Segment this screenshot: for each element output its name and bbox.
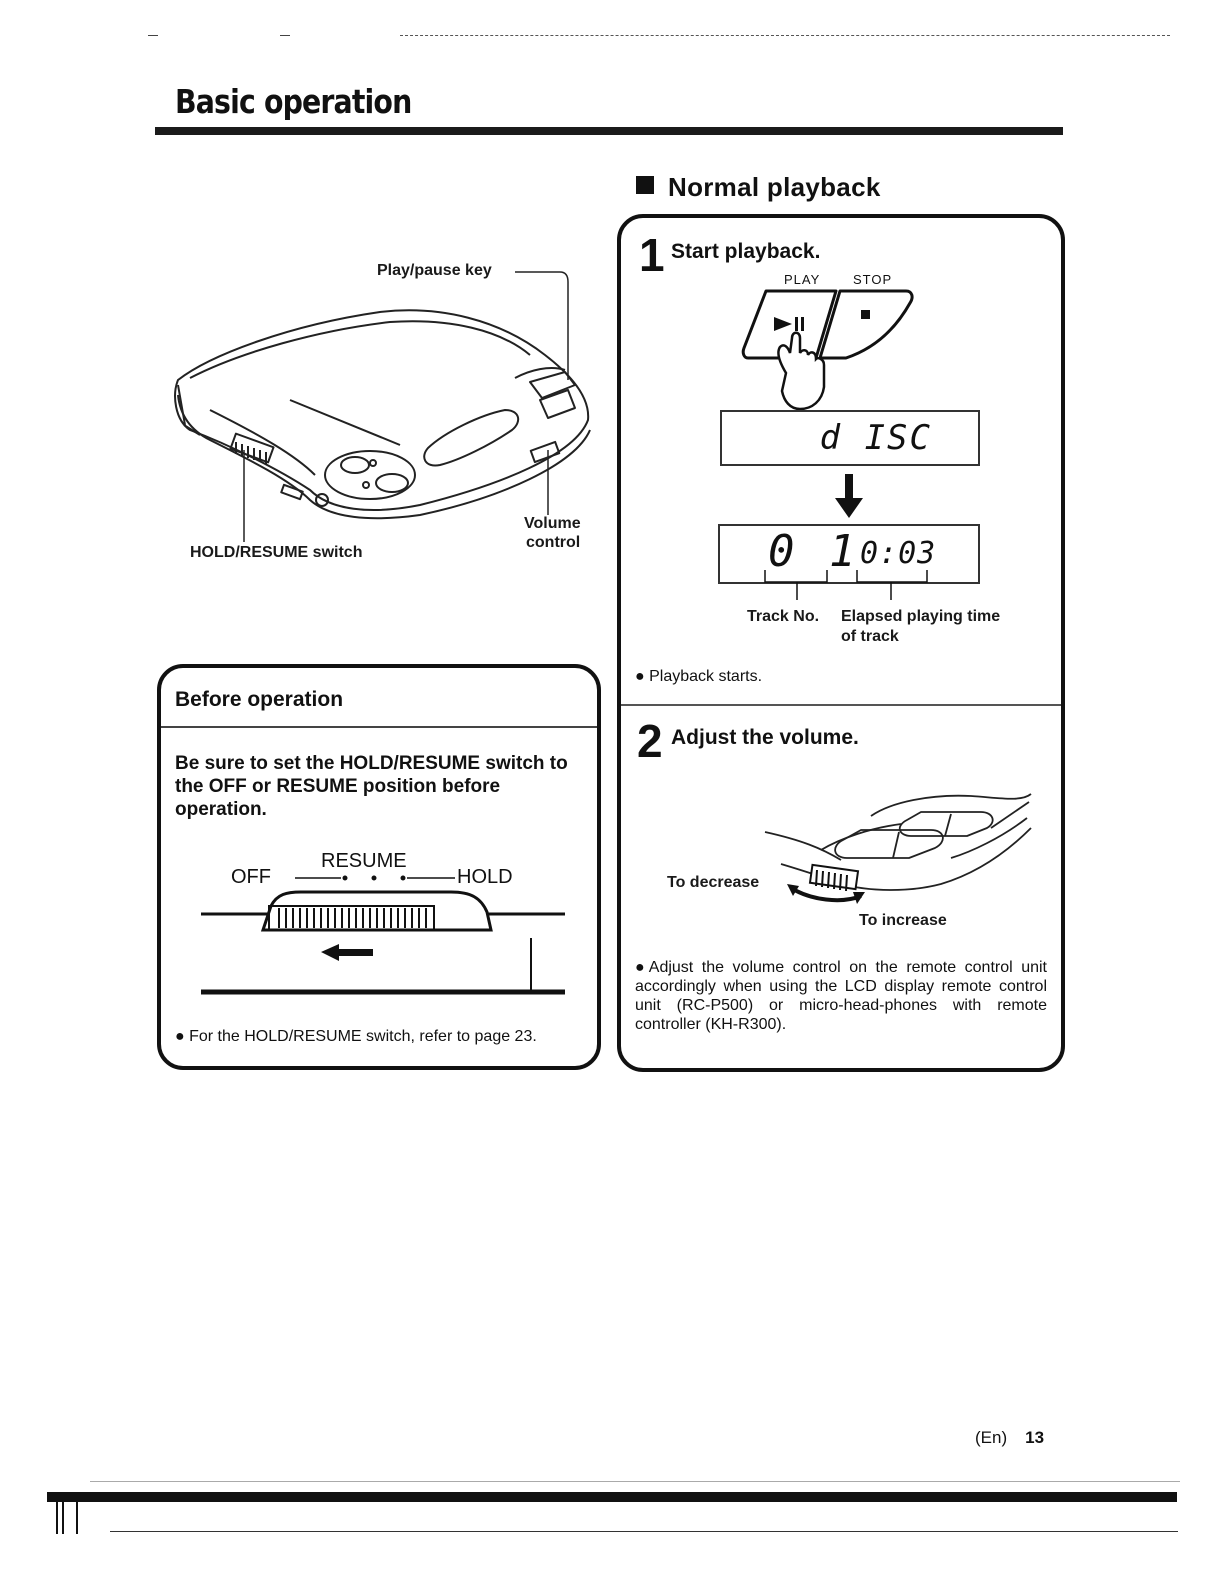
bottom-left-bar [76, 1500, 78, 1534]
remote-volume-drawing [764, 793, 1032, 904]
track-number-label: Track No. [747, 608, 820, 625]
before-operation-note-text: For the HOLD/RESUME switch, refer to pag… [189, 1028, 537, 1045]
before-operation-instruction: Be sure to set the HOLD/RESUME switch to… [175, 753, 568, 820]
normal-playback-panel: 1 Start playback. PLAY STOP d ISC 0 1 0:… [617, 214, 1065, 1072]
elapsed-time-label-1: Elapsed playing time [841, 608, 1001, 625]
before-operation-panel: Before operation Be sure to set the HOLD… [157, 664, 601, 1070]
before-operation-divider [161, 726, 597, 728]
elapsed-time-label-2: of track [841, 628, 899, 645]
left-arrow-icon [321, 944, 373, 961]
before-operation-note: ● For the HOLD/RESUME switch, refer to p… [175, 1028, 537, 1045]
lcd-elapsed-time: 0:03 [860, 536, 937, 571]
play-pause-key-label: Play/pause key [377, 262, 492, 279]
switch-off-label: OFF [231, 866, 271, 888]
header-tick [280, 35, 290, 36]
lcd-display-disc: d ISC [720, 410, 980, 466]
switch-resume-label: RESUME [321, 850, 407, 872]
play-icon [774, 317, 792, 331]
cd-player-drawing [174, 271, 591, 542]
bottom-rule [110, 1531, 1178, 1532]
lcd-display-track: 0 1 0:03 [718, 524, 980, 584]
hand-pointer-icon [777, 331, 826, 411]
normal-playback-heading: Normal playback [636, 172, 881, 203]
title-rule [155, 127, 1063, 135]
step-1-number: 1 [639, 229, 665, 281]
switch-hold-label: HOLD [457, 866, 513, 888]
step-1-note: ● Playback starts. [635, 668, 763, 685]
bottom-scan-bar [47, 1492, 1177, 1502]
bottom-faint-rule [90, 1481, 1180, 1482]
play-stop-keys-drawing [741, 289, 914, 411]
to-decrease-label: To decrease [667, 874, 760, 891]
lcd-disc-text: d ISC [819, 418, 932, 458]
to-increase-label: To increase [859, 912, 947, 929]
normal-playback-heading-text: Normal playback [668, 172, 881, 202]
stop-icon [861, 310, 870, 319]
step-1-title: Start playback. [671, 240, 821, 263]
volume-control-label-1: Volume [524, 515, 581, 532]
double-arrow-icon [789, 886, 862, 903]
footer-language: (En) [975, 1428, 1008, 1447]
switch-drawing [201, 875, 565, 995]
bottom-corner-line [76, 1500, 316, 1502]
header-tick [148, 35, 158, 36]
bottom-left-bars [56, 1500, 64, 1534]
black-square-icon [636, 176, 654, 194]
pause-icon [795, 317, 798, 331]
step-2-note-text: Adjust the volume control on the remote … [635, 959, 1048, 1033]
down-arrow-icon [835, 474, 863, 518]
step-2-title: Adjust the volume. [671, 726, 859, 749]
step-divider [621, 704, 1061, 706]
step-1-note-text: Playback starts. [649, 668, 763, 685]
play-label: PLAY [784, 272, 821, 287]
lcd-bracket-lines [764, 570, 928, 600]
page-number: 13 [1025, 1428, 1045, 1447]
lcd-track-number: 0 1 [768, 526, 860, 577]
header-dashed-rule [400, 35, 1170, 36]
page-footer: (En) 13 [975, 1428, 1044, 1448]
before-operation-header: Before operation [175, 688, 344, 711]
stop-label: STOP [853, 272, 893, 287]
page-title: Basic operation [175, 82, 412, 121]
hold-resume-switch-label: HOLD/RESUME switch [190, 544, 363, 561]
volume-control-label-2: control [526, 534, 581, 551]
step-2-number: 2 [637, 715, 663, 767]
step-2-note: ●Adjust the volume control on the remote… [635, 959, 1048, 1033]
